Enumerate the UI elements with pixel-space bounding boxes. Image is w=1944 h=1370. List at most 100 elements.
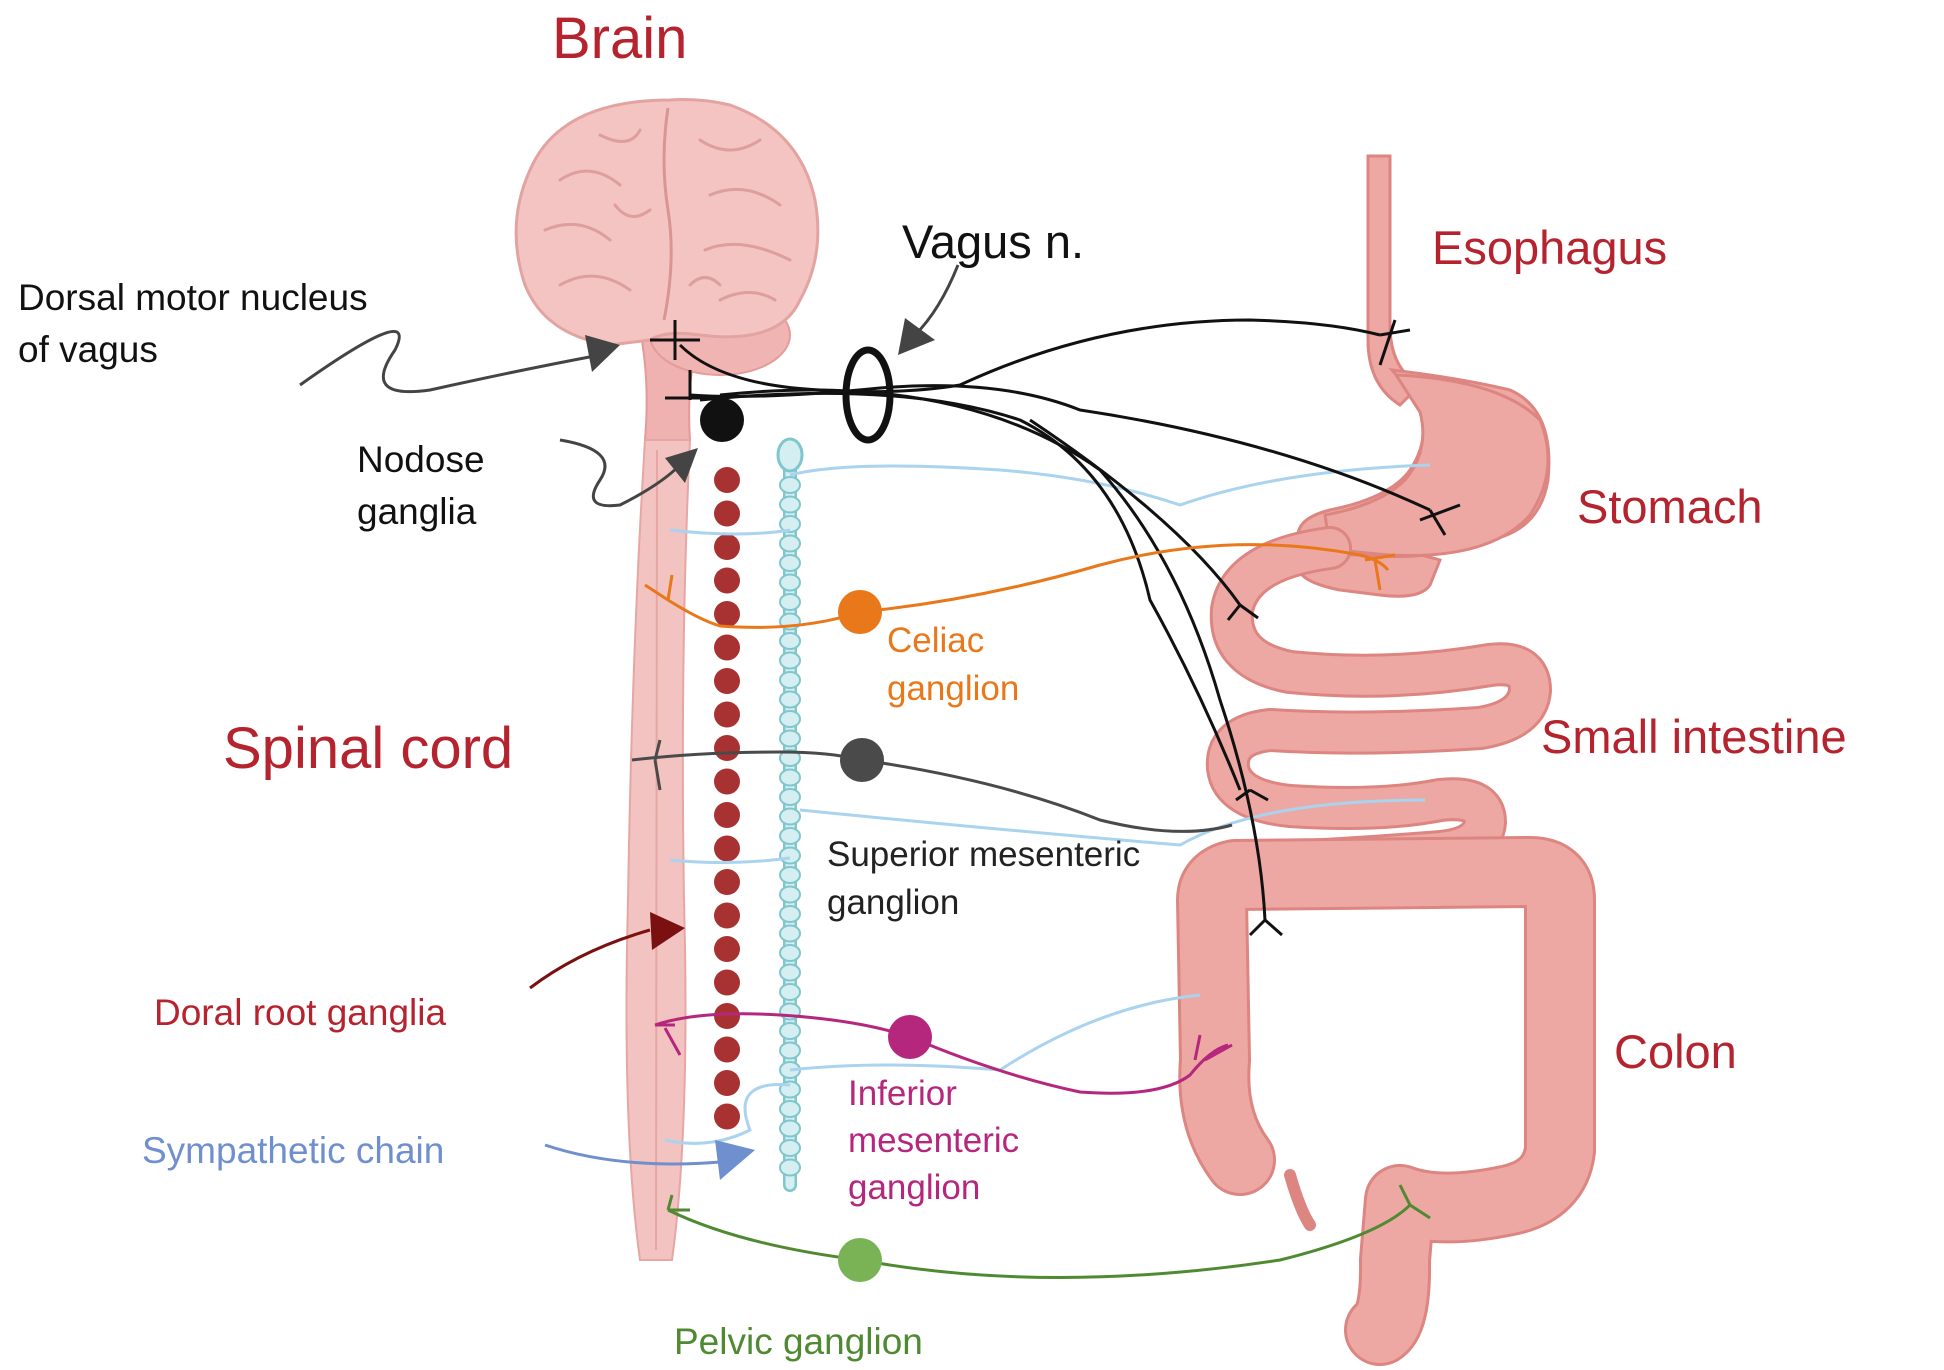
inferior-mesenteric-ganglion-node [888, 1015, 932, 1059]
sympathetic-chain-bead [779, 846, 801, 865]
drg-arrow-line [529, 928, 651, 990]
label-small-intestine: Small intestine [1541, 710, 1847, 763]
sympathetic-chain-bead [779, 924, 801, 943]
label-celiac-line1: Celiac [887, 621, 984, 660]
label-pelvic: Pelvic ganglion [674, 1321, 923, 1362]
label-sympathetic-chain: Sympathetic chain [142, 1130, 444, 1171]
label-drg: Doral root ganglia [154, 992, 446, 1033]
sympathetic-chain-bead [779, 729, 801, 748]
drg-dot [714, 768, 740, 795]
celiac-ganglion-node [838, 590, 882, 634]
label-dmnv-line2: of vagus [18, 329, 158, 370]
appendix-shape [1284, 1169, 1316, 1231]
dmnv-synapse [650, 320, 700, 360]
sympathetic-chain-bead [779, 1139, 801, 1157]
label-nodose-line2: ganglia [357, 491, 477, 532]
sympathetic-chain-bead [779, 1022, 801, 1040]
drg-dot [714, 701, 740, 728]
dmnv-arrowhead [585, 335, 620, 372]
sympathetic-chain-bead [779, 807, 801, 826]
label-stomach: Stomach [1577, 480, 1762, 533]
sympathetic-chain-bead [779, 1100, 801, 1118]
drg-dot [714, 634, 740, 661]
inferior-mesenteric-preganglionic [654, 1012, 911, 1039]
superior-mesenteric-postganglionic [861, 758, 1233, 833]
vagal-ending-stomach [1419, 503, 1461, 536]
celiac-ending-gut [1364, 553, 1396, 591]
label-inf-mes-line3: ganglion [848, 1168, 980, 1207]
sympathetic-fiber-upper [669, 528, 791, 536]
sympathetic-chain-bead [779, 788, 801, 806]
sympathetic-chain-bead [779, 885, 801, 904]
sympathetic-chain-bead [779, 944, 801, 962]
label-inf-mes-line1: Inferior [848, 1074, 957, 1113]
label-dmnv-line1: Dorsal motor nucleus [18, 277, 368, 318]
celiac-ending-cord [644, 574, 674, 602]
sympathetic-chain-bead [779, 671, 801, 689]
drg-arrowhead [650, 912, 685, 950]
label-sup-mes-line1: Superior mesenteric [827, 835, 1140, 874]
drg-dot [714, 969, 740, 996]
drg-dot [714, 500, 740, 527]
drg-dot [714, 1036, 740, 1063]
drg-dot [714, 534, 740, 560]
vagal-fiber-colon [719, 388, 1267, 921]
gut-organs [1176, 154, 1596, 1366]
labels: Brain Spinal cord Vagus n. Dorsal motor … [18, 6, 1847, 1362]
sympathetic-chain-bead [779, 593, 801, 611]
drg-dot [714, 601, 740, 627]
vagus-nerve-ring [842, 346, 894, 444]
sympathetic-arrow-line [544, 1143, 721, 1166]
vagal-ending-small-int-2 [1235, 788, 1269, 802]
drg-dot [714, 1070, 740, 1096]
sympathetic-chain-bead [779, 1158, 801, 1177]
dorsal-root-ganglia [714, 467, 740, 1130]
spinal-cord [625, 329, 702, 1261]
label-sup-mes-line2: ganglion [827, 883, 959, 922]
drg-dot [714, 735, 740, 761]
sympathetic-chain-bead [779, 905, 801, 923]
sympathetic-chain-bead [779, 1041, 801, 1060]
label-brain: Brain [552, 6, 687, 71]
nodose-arrowhead [665, 448, 698, 483]
vagal-ending-esophagus [1378, 319, 1411, 366]
sympathetic-chain-bead [779, 983, 801, 1001]
superior-mesenteric-pathway [631, 739, 1233, 833]
drg-dot [714, 1003, 740, 1029]
brain-fissure [662, 107, 673, 321]
drg-dot [714, 936, 740, 962]
sympathetic-chain-bead [779, 573, 801, 592]
pelvic-ganglion-node [838, 1238, 882, 1282]
pelvic-preganglionic [667, 1208, 861, 1262]
superior-mesenteric-ending [653, 739, 662, 791]
superior-mesenteric-preganglionic [631, 750, 863, 762]
sympathetic-chain-bead [779, 749, 801, 767]
label-celiac-line2: ganglion [887, 669, 1019, 708]
drg-dot [714, 668, 740, 694]
sympathetic-chain-bead [779, 495, 801, 514]
vagal-fiber-branch [1029, 418, 1242, 606]
sympathetic-fiber-lower [664, 1083, 791, 1145]
esophagus-shape [1366, 154, 1423, 407]
sympathetic-chain [776, 437, 804, 1192]
vagus-arrow-line [913, 264, 960, 337]
pelvic-pathway [666, 1184, 1431, 1279]
sympathetic-chain-bead [779, 651, 801, 670]
vagal-ending-colon [1248, 918, 1283, 937]
brain-shape [514, 98, 820, 347]
drg-dot [714, 869, 740, 895]
vagus-arrowhead [898, 318, 935, 355]
brain-illustration [514, 98, 820, 376]
spinal-cord-midline [655, 449, 658, 1251]
sympathetic-chain-bead [779, 534, 801, 553]
label-nodose-line1: Nodose [357, 439, 485, 480]
sympathetic-fiber-colon [789, 993, 1201, 1072]
label-vagus: Vagus n. [902, 215, 1084, 268]
sympathetic-fiber-stomach [789, 463, 1431, 507]
sympathetic-fibers [664, 463, 1431, 1145]
sympathetic-chain-bead [779, 866, 801, 884]
inferior-mesenteric-postganglionic [909, 1035, 1229, 1095]
sympathetic-fiber-mid [669, 856, 791, 865]
drg-dot [714, 835, 740, 862]
